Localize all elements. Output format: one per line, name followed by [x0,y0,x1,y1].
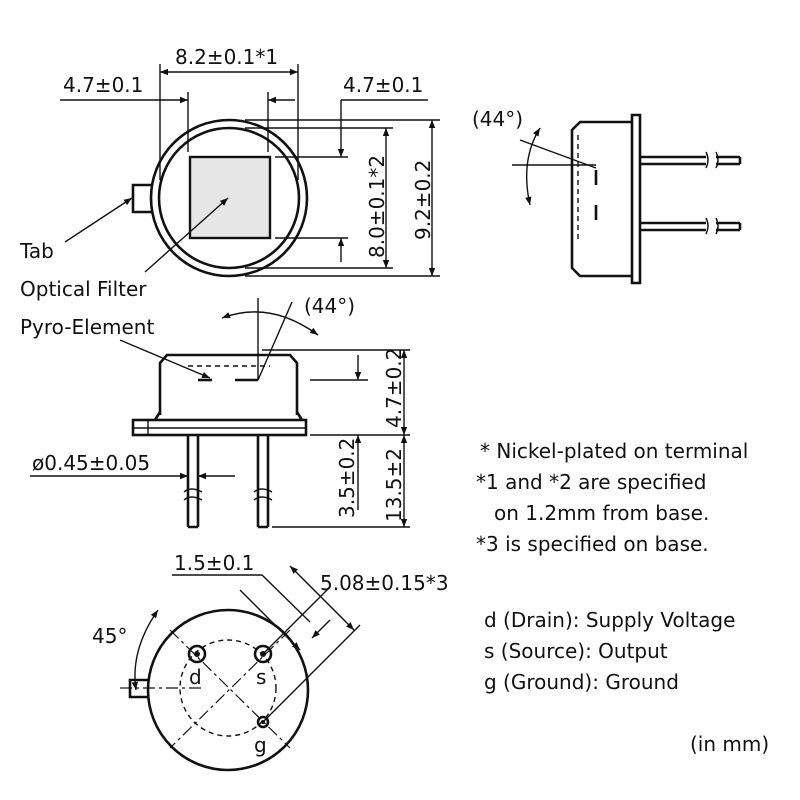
dim-element-depth: 3.5±0.2 [335,438,359,518]
optical-filter [188,155,272,240]
front-view: (44°) Pyro-Element ø0.45±0.05 3.5±0.2 4.… [20,294,410,529]
dim-pin-pitch: 5.08±0.15*3 [320,571,449,595]
front-angle: (44°) [304,294,355,318]
side-angle: (44°) [472,107,523,131]
note-4: *3 is specified on base. [476,532,709,556]
dim-inner-height: 8.0±0.1*2 [365,155,389,258]
dim-body-height: 4.7±0.2 [382,348,406,428]
pin-g-label: g [254,733,267,757]
side-view: (44°) [472,107,742,285]
pin-desc-ground: g (Ground): Ground [484,670,679,694]
notes: * Nickel-plated on terminal *1 and *2 ar… [476,439,769,756]
inner-ring [157,126,301,270]
label-optical-filter: Optical Filter [20,277,147,301]
bottom-angle: 45° [92,624,127,648]
dim-outer-width: 8.2±0.1*1 [175,45,278,69]
dim-filter-right: 4.7±0.1 [343,73,423,97]
outer-can [149,118,309,278]
dim-outer-height: 9.2±0.2 [411,160,435,240]
bottom-view: d s g 45° 1.5±0.1 5.08±0.15*3 [92,551,449,772]
note-3: on 1.2mm from base. [494,501,709,525]
unit-label: (in mm) [690,732,769,756]
pin-desc-drain: d (Drain): Supply Voltage [484,608,735,632]
dim-pin-diameter: ø0.45±0.05 [32,451,150,475]
pin-desc-source: s (Source): Output [484,639,668,663]
label-pyro-element: Pyro-Element [20,315,154,339]
dim-pin-offset: 1.5±0.1 [174,551,254,575]
dim-filter-left: 4.7±0.1 [63,73,143,97]
dim-pin-length: 13.5±2 [382,448,406,522]
top-view: 8.2±0.1*1 4.7±0.1 4.7±0.1 8.0±0.1*2 9.2±… [19,45,440,301]
pin-d-label: d [189,665,202,689]
tab-shape [131,183,152,214]
pin-s-label: s [256,665,266,689]
note-1: * Nickel-plated on terminal [480,439,748,463]
note-2: *1 and *2 are specified [476,470,706,494]
label-tab: Tab [19,239,54,263]
